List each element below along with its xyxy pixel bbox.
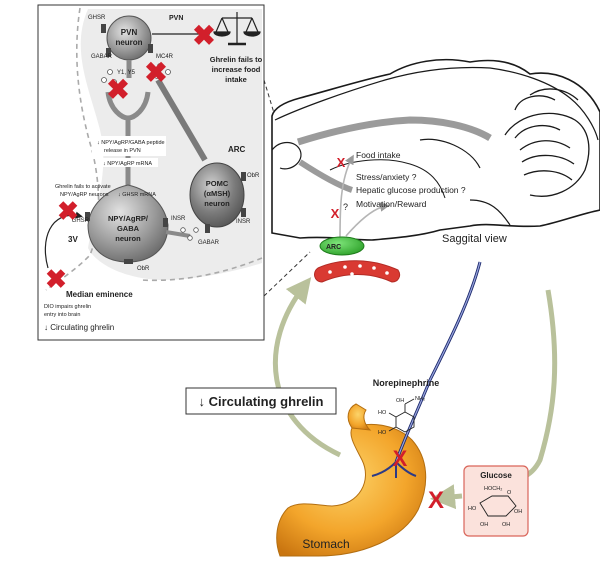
npy-neuron-label-1: NPY/AgRP/ [108,214,149,223]
x-mark-glucose: X [428,487,444,514]
glucose-oh3: OH [480,522,488,528]
third-ventricle-label: 3V [68,235,78,244]
ne-oh-label: OH [396,398,404,404]
x-mark-balance: ✖ [192,20,215,51]
x-mark-nerve: X [393,446,408,471]
npy-pomc-vesicles [180,227,199,241]
glucose-oh4: OH [502,522,510,528]
ghrelin-arrow-to-brain [272,277,342,458]
stomach [276,403,427,557]
pvn-region-label: PVN [169,15,183,22]
insr-npy-label: INSR [171,216,186,222]
y1-y5-label: Y1, Y5 [117,70,136,76]
mc4r-label: MC4R [156,54,174,60]
glucose-label: Glucose [480,471,512,480]
npy-release-line-2: release in PVN [104,148,141,154]
stress-label: Stress/anxiety ? [356,172,417,182]
glucose-arrow-to-stomach [430,484,463,510]
balance-caption-1: Ghrelin fails to [210,55,263,64]
cerebellum [504,88,590,197]
gabar-top-label: GABAR [91,54,113,60]
ghsr-mrna-label: ↓ GHSR mRNA [118,192,156,198]
circulating-ghrelin-label: ↓ Circulating ghrelin [199,394,324,409]
x-mark-motivation: X [331,206,340,221]
circulating-inset-label: ↓ Circulating ghrelin [44,323,114,332]
glucose-arrow-from-brain [499,289,558,483]
arc-brain-label: ARC [326,244,341,251]
ne-ho1-label: HO [378,410,387,416]
pomc-neuron: POMC (αMSH) neuron [189,162,246,233]
norepinephrine-label: Norepinephrine [373,378,440,388]
ghsr-top-label: GHSR [88,15,106,21]
food-intake-label: Food intake [356,150,401,160]
glucose-ch2oh: HOCH₂ [484,486,502,492]
glucose-oh2: HO [468,506,477,512]
npy-neuron-label-3: neuron [115,234,141,243]
pvn-neuron-label-2: neuron [115,38,142,47]
x-mark-median-eminence: ✖ [45,264,67,294]
obr-npy-label: ObR [137,266,150,272]
x-mark-pvn-right: ✖ [144,57,167,88]
gabar-pomc-label: GABAR [198,240,220,246]
fails-activate-line-1: Ghrelin fails to activate [55,184,111,190]
npy-agrp-neuron: NPY/AgRP/ GABA neuron [85,184,191,264]
zoom-line-bottom [263,251,311,297]
median-eminence-label: Median eminence [66,290,133,299]
synaptic-vesicles [101,63,171,85]
obr-pomc-label: ObR [247,173,260,179]
x-mark-fails-activate: ✖ [57,196,79,226]
npy-mrna-label: ↓ NPY/AgRP mRNA [103,161,152,167]
pomc-label-1: POMC [206,179,229,188]
balance-caption-2: increase food [212,65,261,74]
arc-inset-label: ARC [228,145,246,154]
ne-ho2-label: HO [378,430,387,436]
balance-caption-3: intake [225,75,247,84]
ne-nh2-label: NH₂ [415,396,425,402]
dio-line-2: entry into brain [44,312,80,318]
inset-panel: PVN neuron GHSR PVN GABAR MC4R Y1, Y5 ✖ … [37,4,265,341]
glucose-oh1: OH [514,509,522,515]
dio-line-1: DIO impairs ghrelin [44,304,91,310]
motivation-question: ? [343,202,348,212]
x-mark-pvn-left: ✖ [106,74,129,105]
glucose-structure [479,495,517,517]
insr-pomc-label: INSR [236,219,251,225]
arc-region [319,236,365,256]
pvn-neuron-label-1: PVN [121,28,138,37]
hepatic-label: Hepatic glucose production ? [356,185,466,195]
npy-release-line-1: ↓ NPY/AgRP/GABA peptide [97,140,165,146]
ghsr-npy-label: GHSR [72,218,90,224]
glucose-o: O [507,490,512,496]
npy-neuron-label-2: GABA [117,224,140,233]
x-mark-food-intake: X [337,155,346,170]
fails-activate-line-2: NPY/AgRP neurons [60,192,109,198]
motivation-label: Motivation/Reward [356,199,427,209]
balance-scale-icon [213,12,261,46]
brain-sagittal [271,58,600,241]
pvn-neuron: PVN neuron [101,15,153,78]
nerve-terminal [371,461,417,478]
pomc-label-2: (αMSH) [204,189,231,198]
circulating-ghrelin-box: ↓ Circulating ghrelin [185,387,337,415]
norepinephrine-structure [388,398,415,433]
blood-vessel [314,260,401,283]
glucose-box: Glucose HOCH₂ O OH HO OH OH [463,465,529,537]
sagittal-view-label: Saggital view [442,233,507,245]
stomach-label: Stomach [302,537,349,551]
pomc-label-3: neuron [204,199,230,208]
